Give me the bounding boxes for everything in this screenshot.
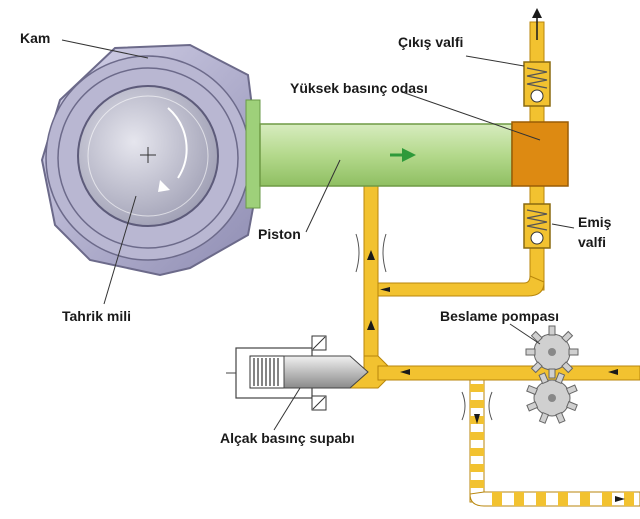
piston-body <box>259 123 513 187</box>
flow-arrow-icon <box>390 148 416 162</box>
low-pressure-line <box>377 365 640 381</box>
label-emis: Emiş <box>578 214 612 230</box>
leader-lines <box>61 39 575 431</box>
pipe-flow-arrows <box>367 250 625 502</box>
intake-valve-spring-icon <box>523 203 551 249</box>
cam-icon <box>40 43 262 277</box>
emis-return-pipe <box>377 275 545 297</box>
label-piston: Piston <box>258 226 301 242</box>
label-besleme-pompasi: Beslame pompası <box>440 308 560 324</box>
label-alcak-basinc-supabi: Alçak basınç supabı <box>220 430 355 446</box>
label-yuksek-basinc-odasi: Yüksek basınç odası <box>290 80 428 96</box>
label-kam: Kam <box>20 30 51 46</box>
return-pipe-striped <box>469 379 640 507</box>
low-pressure-valve <box>226 335 369 411</box>
main-vertical-pipe <box>363 185 379 363</box>
label-tahrik-mili: Tahrik mili <box>62 308 131 324</box>
throttle-marks <box>355 233 493 421</box>
piston-cap <box>245 99 261 209</box>
outlet-valve-spring-icon <box>523 8 551 107</box>
gear-icon <box>525 325 579 424</box>
label-valfi: valfi <box>578 234 607 250</box>
high-pressure-chamber <box>511 121 569 187</box>
label-cikis-valfi: Çıkış valfi <box>398 34 464 50</box>
